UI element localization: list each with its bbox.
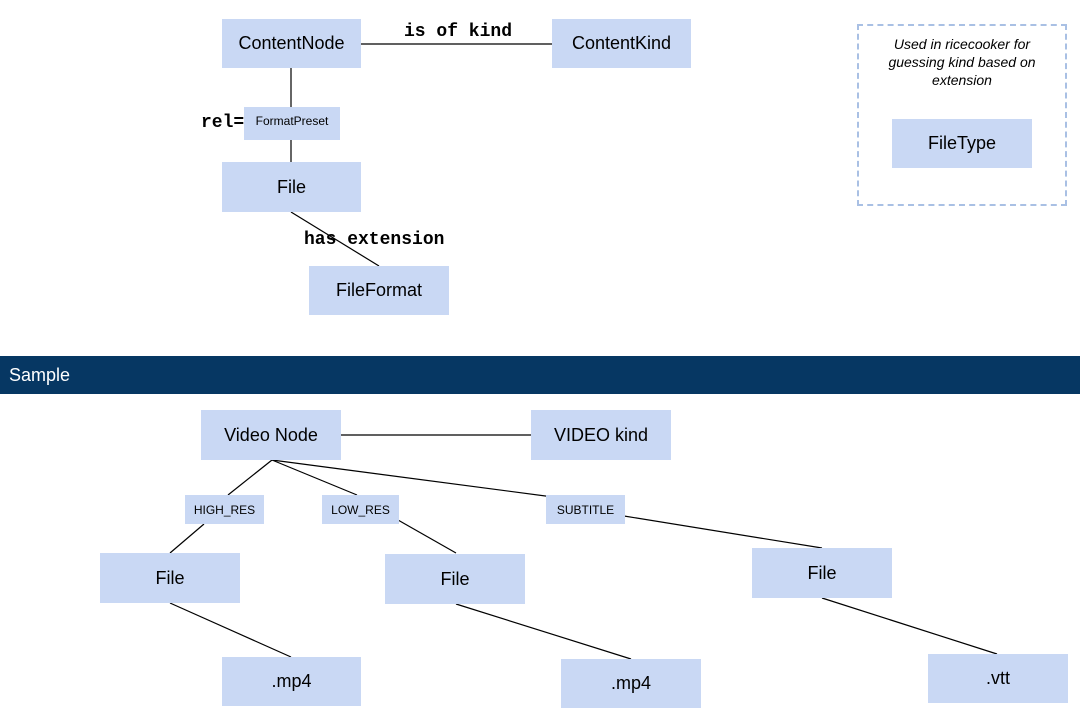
preset-low-res-box: LOW_RES — [322, 495, 399, 524]
extension-box-mp4-1: .mp4 — [222, 657, 361, 706]
video-node-box: Video Node — [201, 410, 341, 460]
edge-file-mp4-2 — [455, 603, 632, 660]
edge-label-has-extension: has extension — [304, 230, 445, 250]
preset-high-res-box: HIGH_RES — [185, 495, 264, 524]
section-title: Sample — [9, 364, 71, 385]
edge-file-mp4-1 — [169, 602, 292, 658]
contentkind-box: ContentKind — [552, 19, 691, 68]
video-kind-box: VIDEO kind — [531, 410, 671, 460]
filetype-note-frame — [857, 24, 1067, 206]
edge-label-is-of-kind: is of kind — [404, 22, 513, 42]
edge-file-vtt — [821, 597, 998, 655]
edge-highres-file — [169, 523, 205, 554]
fileformat-box: FileFormat — [309, 266, 449, 315]
edge-file-fileformat — [290, 211, 380, 267]
formatpreset-box: FormatPreset — [244, 107, 340, 140]
extension-box-mp4-2: .mp4 — [561, 659, 701, 708]
edge-videonode-subtitle — [271, 459, 554, 498]
edge-videonode-highres — [227, 459, 273, 496]
edge-subtitle-file — [623, 515, 823, 549]
filetype-box: FileType — [892, 119, 1032, 168]
edge-lowres-file — [397, 519, 457, 554]
extension-box-vtt: .vtt — [928, 654, 1068, 703]
file-box-schema: File — [222, 162, 361, 212]
file-box-low-res: File — [385, 554, 525, 604]
edge-videonode-lowres — [271, 459, 358, 496]
contentnode-box: ContentNode — [222, 19, 361, 68]
file-box-subtitle: File — [752, 548, 892, 598]
filetype-note-text: Used in ricecooker for guessing kind bas… — [888, 36, 1036, 88]
file-box-high-res: File — [100, 553, 240, 603]
edge-label-rel: rel= — [201, 113, 245, 133]
section-banner: Sample — [0, 356, 1080, 394]
preset-subtitle-box: SUBTITLE — [546, 495, 625, 524]
